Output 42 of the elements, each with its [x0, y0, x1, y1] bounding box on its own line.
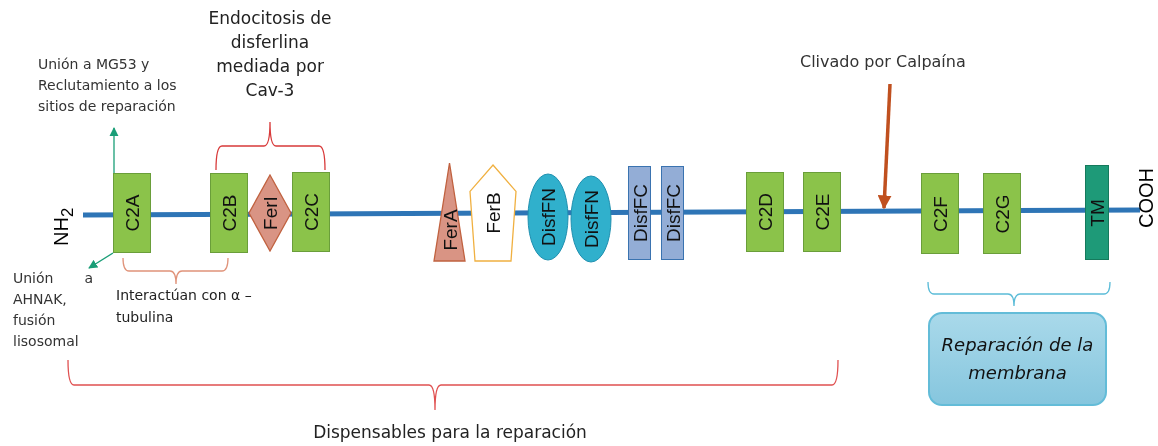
annotation-text: Unión a AHNAK, fusión lisosomal [13, 268, 93, 356]
function-box [928, 312, 1107, 406]
domain-label: DisfFN [581, 189, 601, 249]
arrow [88, 252, 114, 269]
domain-label: C2B [219, 194, 239, 232]
annotation-text: Clivado por Calpaína [800, 50, 992, 76]
domain-box [1085, 165, 1109, 260]
domain-label: C2C [301, 193, 321, 231]
domain-box [113, 173, 151, 253]
arrow [877, 83, 892, 210]
domain-label: C2E [812, 193, 832, 231]
annotation-text: Dispensables para la reparación [312, 421, 588, 444]
domain-diamond [248, 174, 292, 252]
function-label: Reparación de la membrana [940, 333, 1095, 385]
annotation-text: Unión a MG53 y Reclutamiento a los sitios de reparación [38, 54, 200, 122]
domain-box [803, 172, 841, 252]
domain-ellipse [527, 173, 569, 261]
annotation-text: Interactúan con α – tubulina [116, 286, 253, 327]
domain-box [983, 173, 1021, 254]
domain-label: DisfFN [538, 187, 558, 247]
domain-label: FerI [260, 196, 280, 230]
domain-label: TM [1087, 198, 1107, 227]
domain-label: FerB [483, 192, 503, 234]
domain-label: C2D [755, 193, 775, 231]
domain-triangle [433, 162, 466, 262]
domain-box [921, 173, 959, 254]
domain-box [746, 172, 784, 252]
domain-label: C2F [930, 195, 950, 232]
domain-box [661, 166, 684, 260]
annotation-text: Endocitosis de disferlina mediada por Cav-3 [207, 7, 333, 102]
domain-pentagon [469, 164, 517, 262]
domain-ellipse [570, 175, 612, 263]
arrow [109, 127, 119, 174]
domain-label: DisfFC [630, 183, 649, 243]
domain-box [292, 172, 330, 252]
domain-label: DisfFC [663, 183, 682, 243]
domain-label: FerA [440, 209, 459, 251]
domain-label: C2G [992, 193, 1012, 234]
domain-label: C2A [122, 194, 142, 232]
domain-box [628, 166, 651, 260]
terminus-label: COOH [1135, 168, 1158, 228]
domain-box [210, 173, 248, 253]
